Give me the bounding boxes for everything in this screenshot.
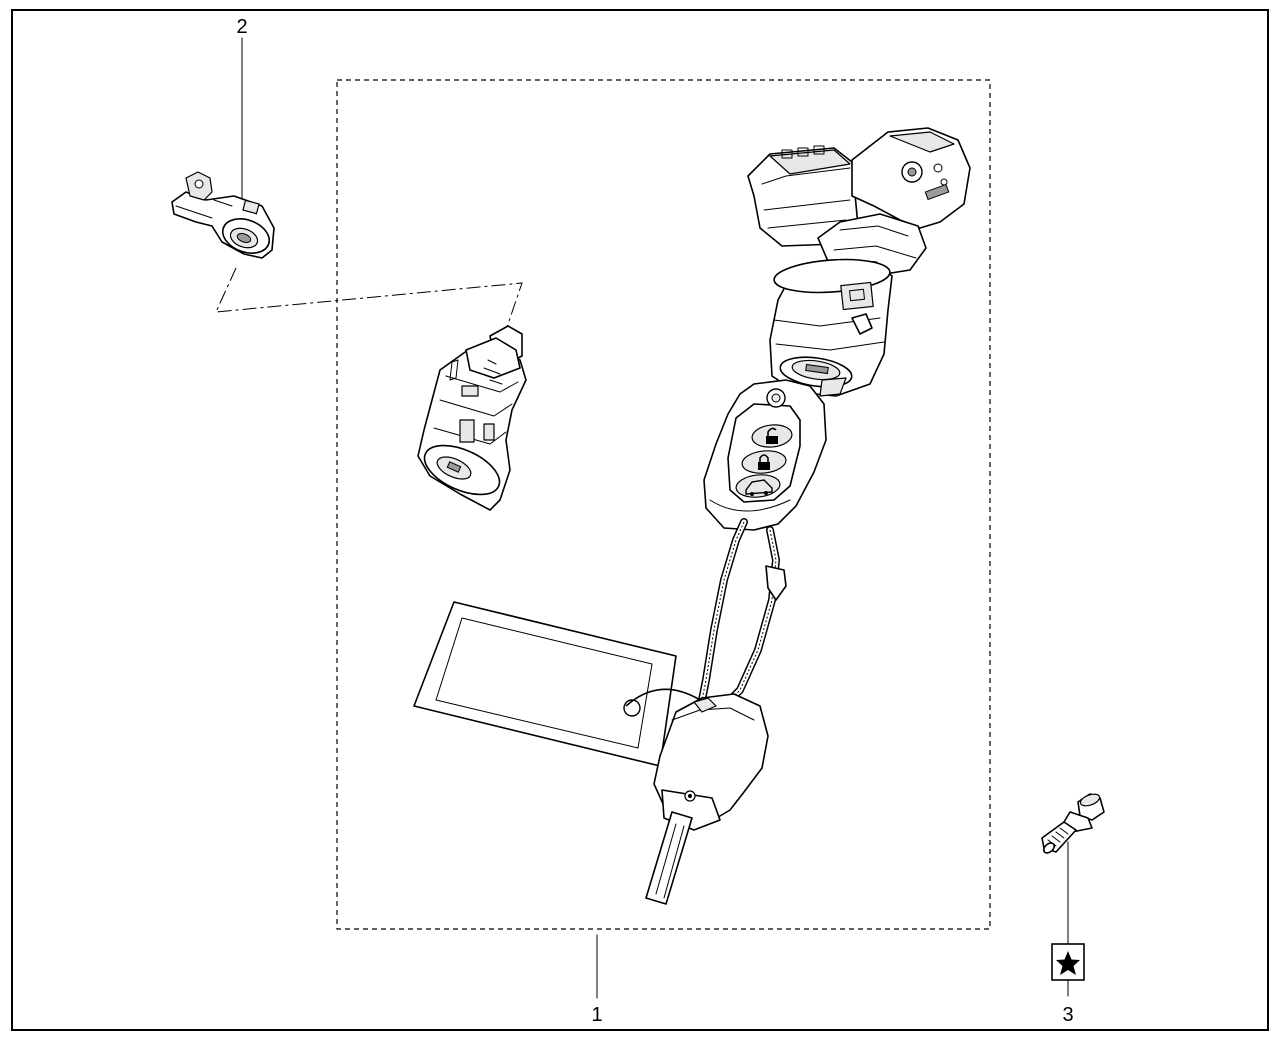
screw-bolt bbox=[1041, 793, 1105, 854]
alignment-line bbox=[215, 267, 523, 331]
blade-key bbox=[645, 693, 769, 905]
lock-bracket-ring bbox=[171, 171, 275, 259]
key-code-tag bbox=[413, 601, 701, 767]
remote-key-fob bbox=[703, 379, 827, 531]
callout-2: 2 bbox=[236, 16, 247, 38]
cable-tie-lanyard bbox=[698, 518, 787, 708]
lock-button-icon bbox=[741, 450, 787, 474]
ignition-switch-assembly bbox=[747, 127, 971, 397]
unlock-button-icon bbox=[751, 424, 793, 448]
diagram-frame bbox=[11, 9, 1269, 1031]
kit-boundary bbox=[336, 79, 991, 930]
trunk-button-icon bbox=[735, 474, 781, 498]
star-marker-icon bbox=[1051, 943, 1085, 981]
lock-barrel bbox=[417, 325, 527, 511]
callout-1: 1 bbox=[591, 1004, 602, 1026]
callout-3: 3 bbox=[1062, 1004, 1073, 1026]
